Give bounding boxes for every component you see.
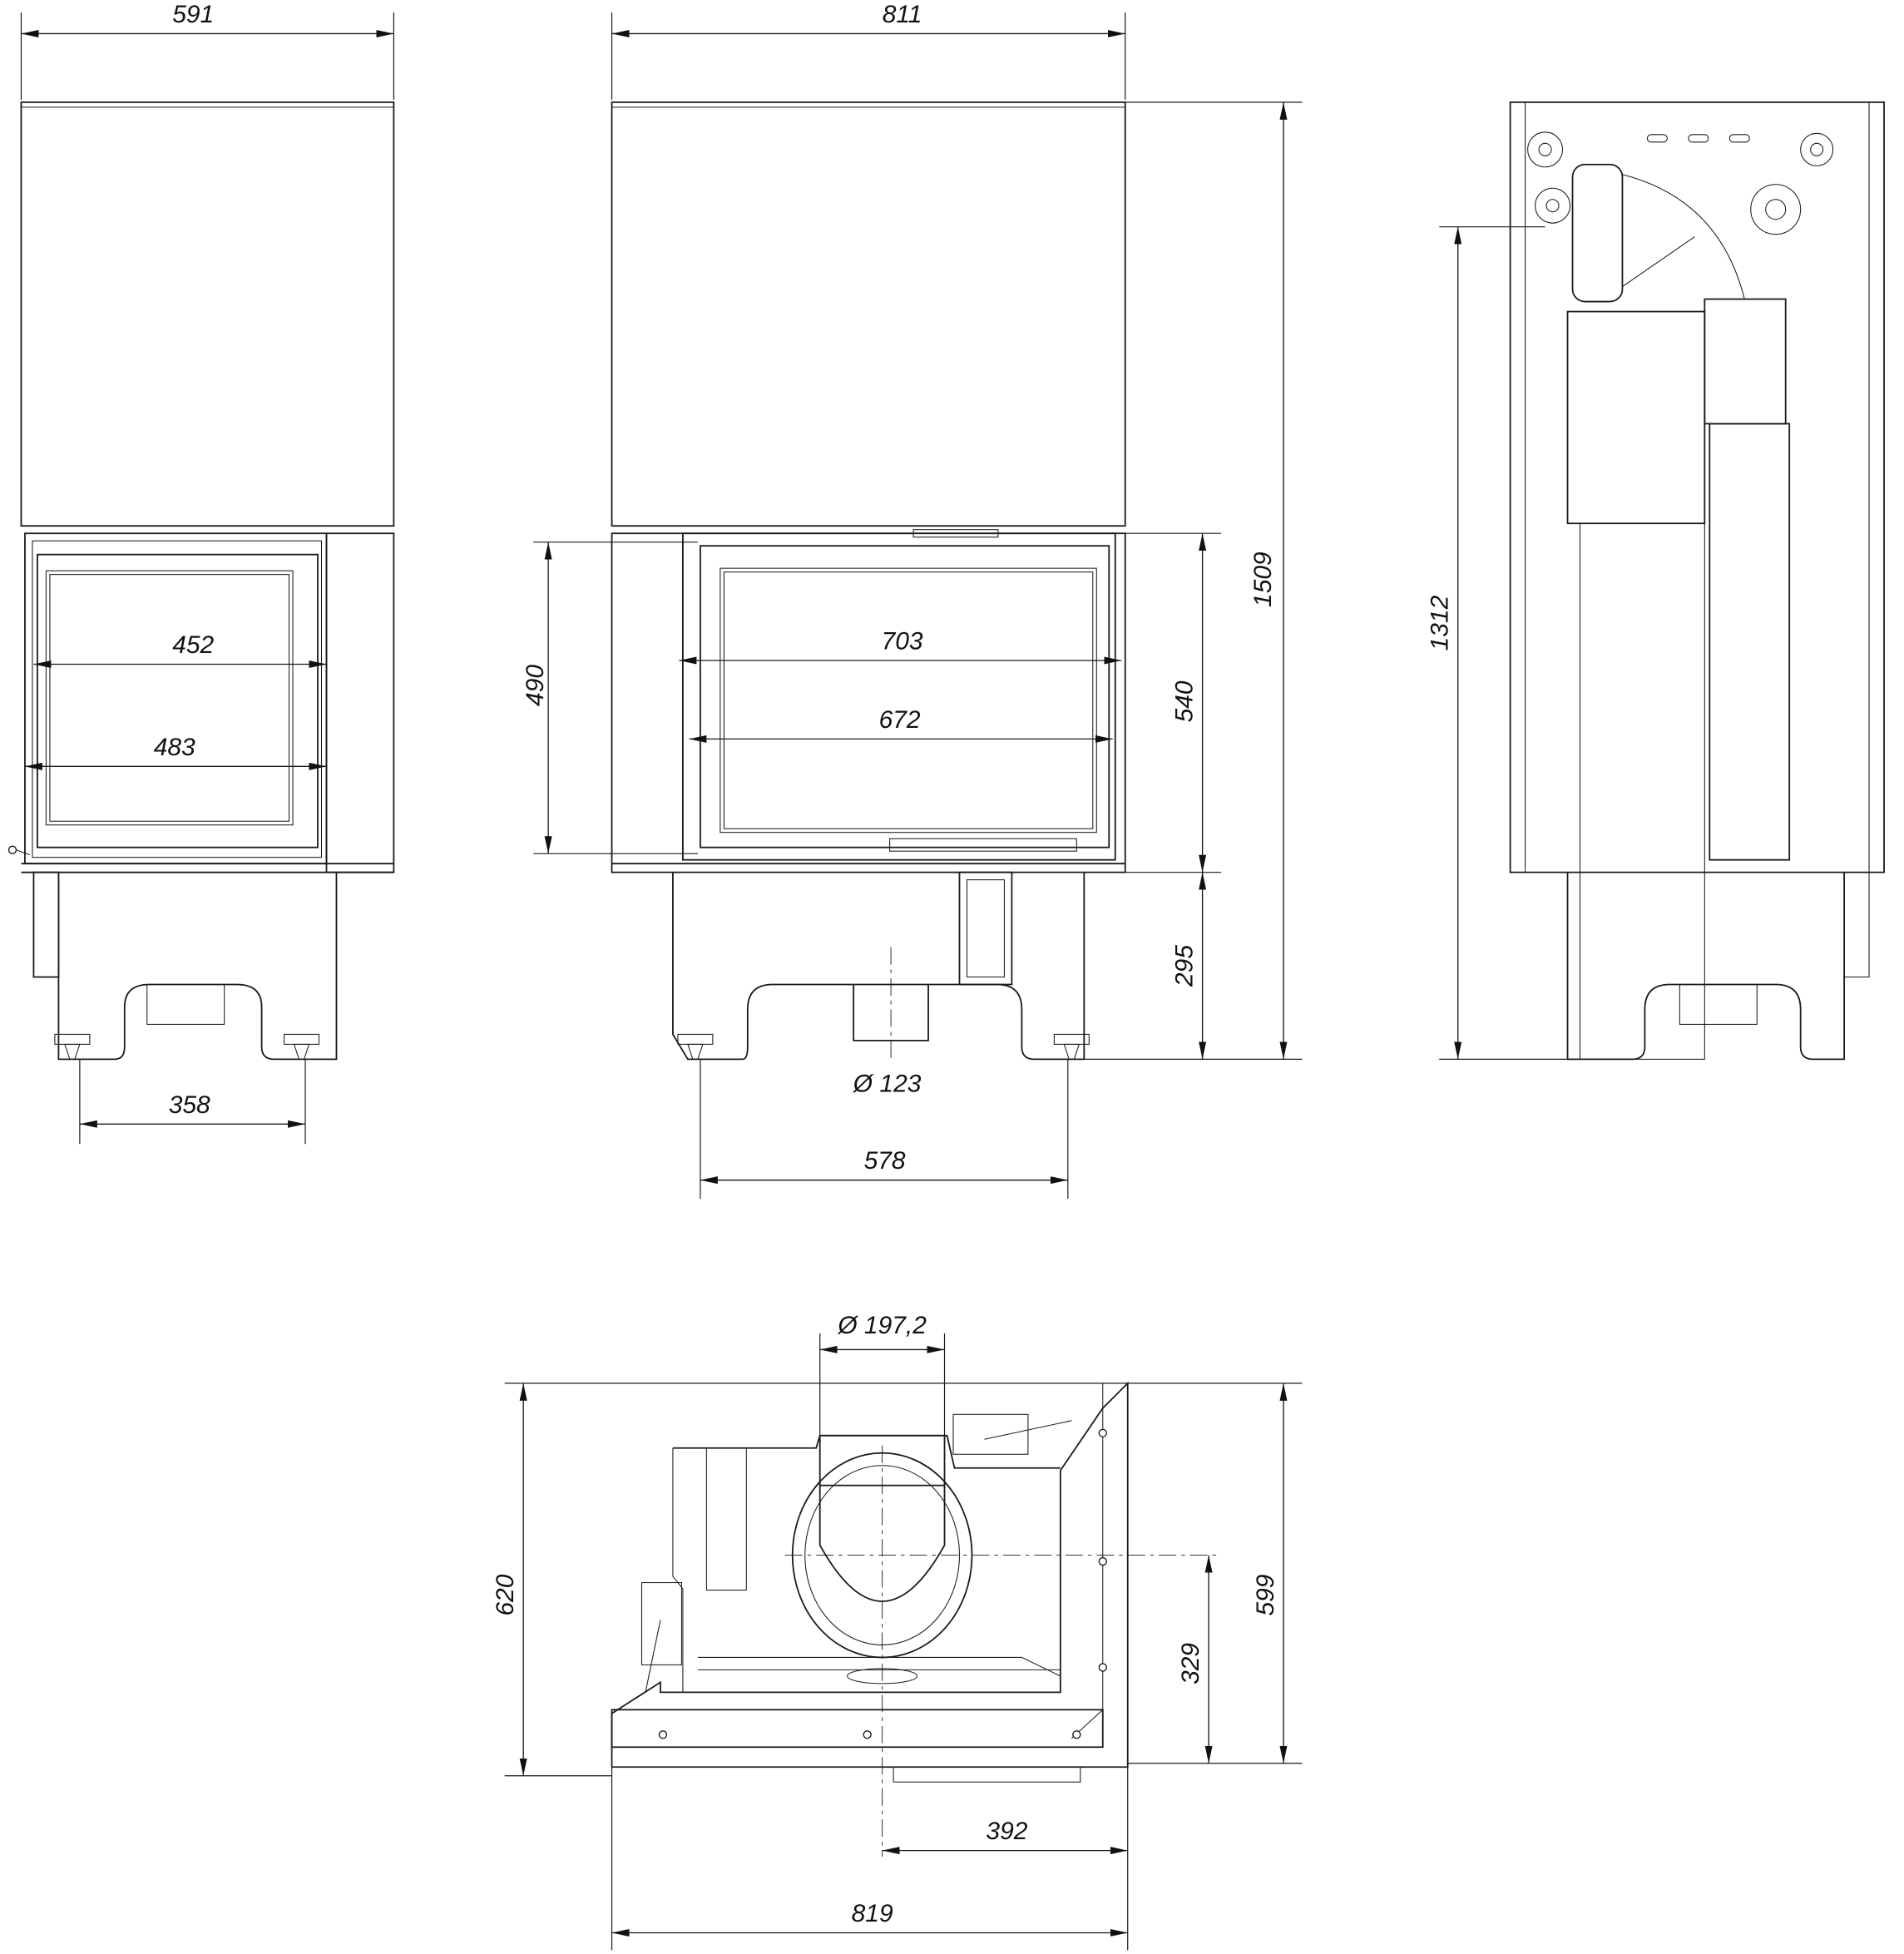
dim-label-flue-diameter: Ø 197,2 [837, 1312, 927, 1339]
dim-label-599: 599 [1252, 1574, 1279, 1615]
dim-label-483: 483 [154, 734, 195, 761]
glass-outer [37, 553, 319, 848]
dim-label-672: 672 [879, 706, 921, 734]
flue-outlet [1571, 163, 1624, 303]
door-frame [24, 532, 328, 865]
top-outline [611, 1381, 1129, 1768]
dim-label-329: 329 [1177, 1643, 1204, 1684]
side-view: 1312 [1427, 101, 1885, 1061]
air-duct [958, 871, 1013, 986]
lower-body [611, 532, 1126, 873]
firebox [672, 1434, 1061, 1469]
dim-label-358: 358 [169, 1091, 210, 1119]
front-main-view: 811 Ø 123 703 672 490 540 [522, 1, 1303, 1200]
front-left-view: 591 452 483 358 [7, 1, 395, 1145]
dim-label-703: 703 [882, 628, 923, 655]
upper-casing [611, 101, 1126, 527]
dim-label-452: 452 [172, 631, 214, 659]
dim-label-540: 540 [1171, 680, 1199, 722]
dim-label-490: 490 [522, 665, 549, 706]
dim-label-392: 392 [986, 1818, 1027, 1845]
dim-label-811: 811 [883, 1, 922, 28]
top-view: Ø 197,2 620 599 329 392 819 [492, 1312, 1303, 1951]
dim-label-591: 591 [172, 1, 214, 28]
base-stand [57, 872, 338, 1061]
dim-label-1509: 1509 [1249, 552, 1277, 607]
side-casing [1509, 101, 1885, 873]
door-frame [682, 532, 1116, 861]
base-stand [672, 872, 1086, 1061]
dim-label-620: 620 [492, 1574, 519, 1615]
base-stand [1566, 872, 1845, 1061]
dim-label-1312: 1312 [1427, 595, 1454, 651]
upper-casing [20, 101, 395, 527]
dim-label-air-inlet: Ø 123 [853, 1070, 922, 1097]
side-panel [325, 532, 395, 873]
dim-label-819: 819 [852, 1900, 893, 1927]
dim-label-295: 295 [1171, 945, 1199, 987]
dim-label-578: 578 [864, 1147, 906, 1175]
glass-outer [699, 545, 1110, 848]
heat-exchanger [1566, 310, 1706, 525]
